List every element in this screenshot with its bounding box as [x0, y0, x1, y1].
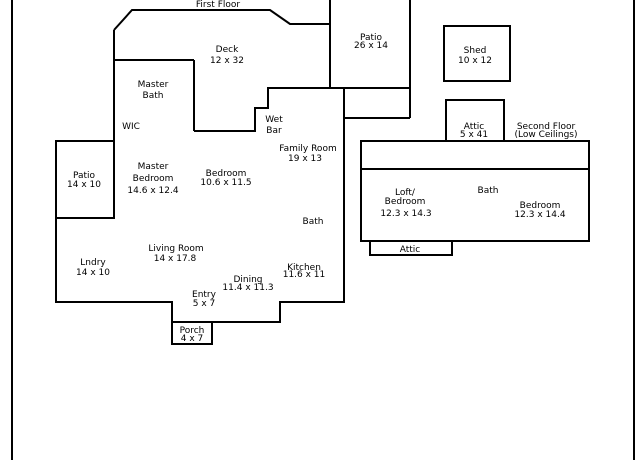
- patio-left-name: Patio: [73, 171, 96, 181]
- deck-top-outline: [113, 9, 330, 31]
- entry-name: Entry: [192, 290, 217, 300]
- laundry-size: 14 x 10: [76, 268, 110, 278]
- bedroom-name: Bedroom: [206, 169, 247, 179]
- second-bedroom-size: 12.3 x 14.4: [514, 210, 565, 220]
- bath-label: Bath: [303, 217, 324, 227]
- attic-top-size: 5 x 41: [460, 130, 488, 140]
- wic-label: WIC: [122, 122, 140, 132]
- kitchen-name: Kitchen: [287, 263, 321, 273]
- deck-name: Deck: [216, 45, 239, 55]
- patio-top-name: Patio: [360, 33, 383, 43]
- loft-name: Loft/: [395, 188, 416, 198]
- master-bedroom-size: 14.6 x 12.4: [127, 186, 178, 196]
- patio-top-size: 26 x 14: [354, 41, 388, 51]
- attic-bottom-name: Attic: [400, 245, 421, 255]
- attic-bottom-outline: [369, 240, 453, 256]
- kitchen-size: 11.6 x 11: [283, 270, 326, 280]
- master-bath-name: Master: [138, 80, 169, 90]
- second-floor-subtitle: (Low Ceilings): [514, 130, 577, 140]
- bedroom-size: 10.6 x 11.5: [200, 178, 251, 188]
- living-room-name: Living Room: [148, 244, 203, 254]
- deck-wetbar-wall: [194, 87, 344, 132]
- house-outline: [55, 30, 345, 323]
- patio-top-outline: [329, 0, 411, 118]
- master-bedroom-name2: Bedroom: [133, 174, 174, 184]
- attic-top-outline: [445, 99, 505, 141]
- family-room-name: Family Room: [279, 144, 336, 154]
- first-floor-title: First Floor: [196, 0, 240, 10]
- living-room-size: 14 x 17.8: [154, 254, 197, 264]
- attic-top-name: Attic: [464, 122, 485, 132]
- plan-walls: [11, 0, 635, 460]
- loft-size: 12.3 x 14.3: [380, 209, 431, 219]
- second-bedroom-name: Bedroom: [520, 201, 561, 211]
- master-bath-name2: Bath: [143, 91, 164, 101]
- second-bath-label: Bath: [478, 186, 499, 196]
- master-bedroom-name: Master: [138, 162, 169, 172]
- loft-name2: Bedroom: [385, 197, 426, 207]
- laundry-name: Lndry: [80, 258, 106, 268]
- porch-name: Porch: [180, 326, 205, 336]
- porch-size: 4 x 7: [181, 334, 204, 344]
- deck-size: 12 x 32: [210, 56, 244, 66]
- second-floor-outline: [360, 140, 590, 242]
- patio-left-wall: [56, 141, 115, 219]
- wet-bar-name: Wet: [265, 115, 283, 125]
- patio-left-size: 14 x 10: [67, 180, 101, 190]
- entry-size: 5 x 7: [193, 299, 216, 309]
- dining-name: Dining: [233, 275, 262, 285]
- second-floor-title: Second Floor: [517, 122, 576, 132]
- shed-name: Shed: [464, 46, 487, 56]
- shed-outline: [443, 25, 511, 82]
- shed-size: 10 x 12: [458, 56, 492, 66]
- family-room-size: 19 x 13: [288, 154, 322, 164]
- dining-size: 11.4 x 11.3: [222, 283, 273, 293]
- wet-bar-name2: Bar: [266, 126, 282, 136]
- porch-outline: [171, 321, 213, 345]
